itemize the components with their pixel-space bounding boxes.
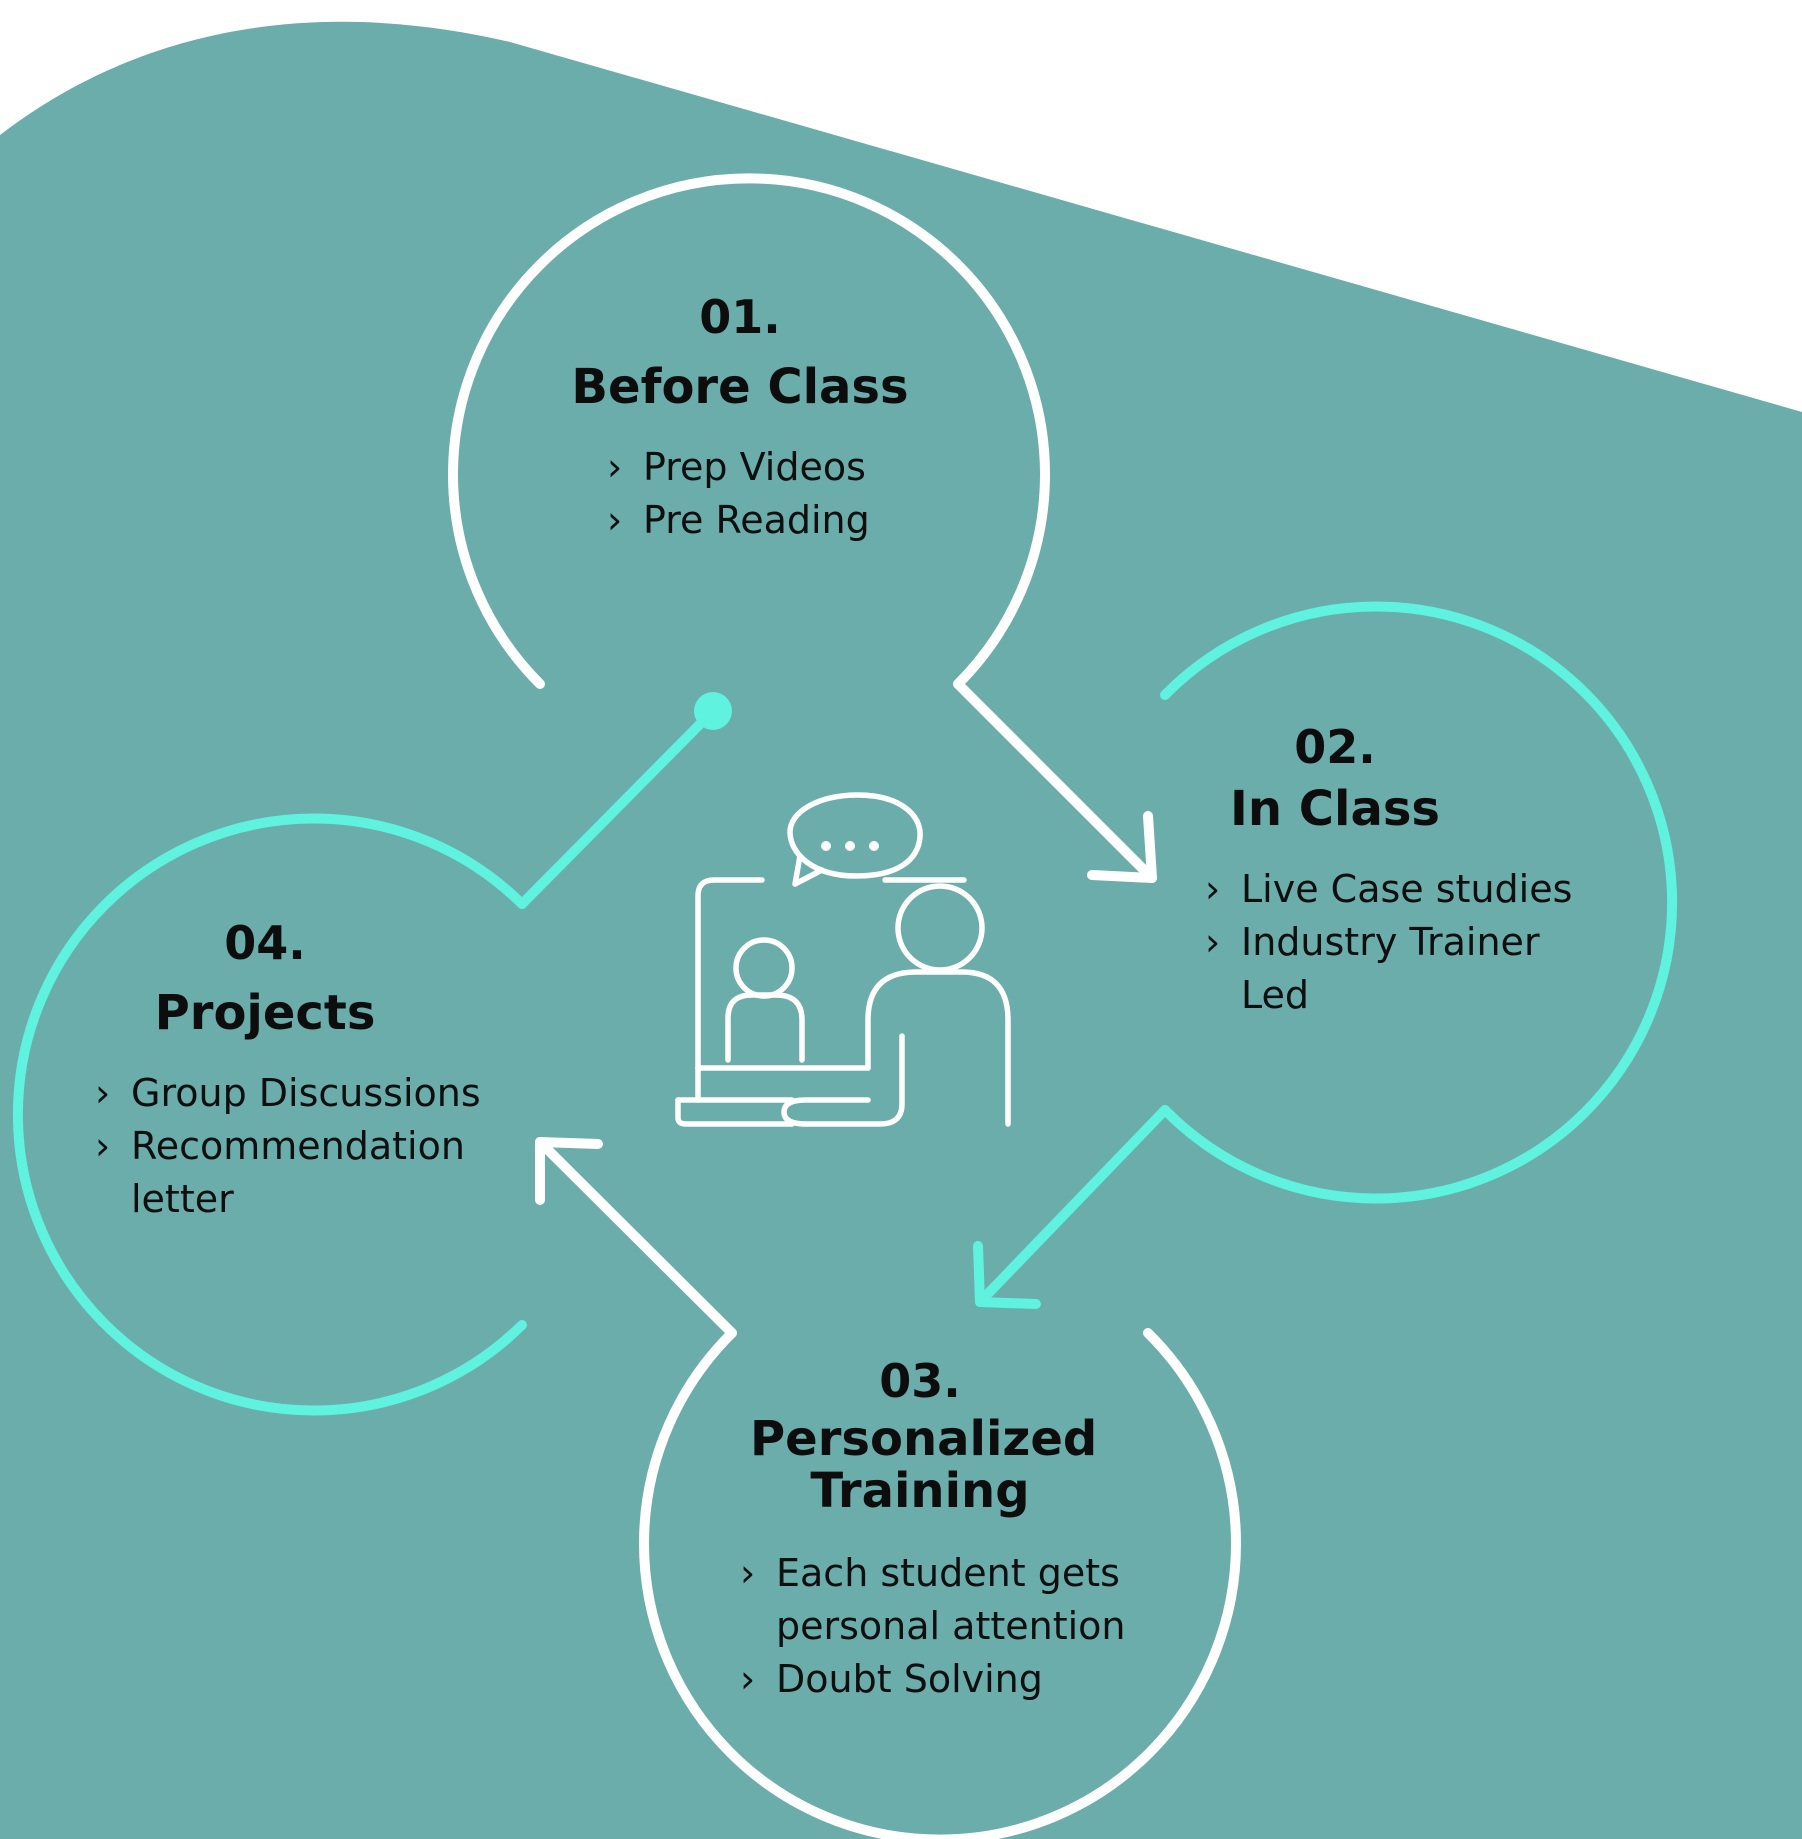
item-text: Group Discussions — [131, 1071, 481, 1116]
item-text: Industry Trainer Led — [1241, 920, 1540, 1018]
chevron-right-icon: › — [95, 1071, 111, 1116]
arrow-shaft-3-to-4 — [535, 1137, 737, 1338]
chevron-right-icon: › — [607, 498, 623, 543]
step-title: In Class — [1230, 780, 1440, 837]
online-teacher-student-video-call-icon — [675, 792, 1011, 1127]
step-personalized-training: 03. Personalized Training › Each student … — [720, 1356, 1126, 1706]
list-item: › Live Case studies — [1205, 863, 1585, 916]
item-text: Doubt Solving — [776, 1656, 1043, 1701]
list-item: › Each student gets personal attention — [740, 1547, 1156, 1653]
item-text: Recommendation letter — [131, 1124, 465, 1222]
step-number: 02. — [1294, 720, 1376, 774]
step-title: Projects — [154, 984, 376, 1041]
list-item: › Doubt Solving — [740, 1653, 1160, 1706]
step-title: Before Class — [571, 358, 909, 415]
chevron-right-icon: › — [740, 1656, 756, 1701]
item-text: Pre Reading — [643, 498, 870, 543]
ring-projects — [12, 813, 527, 1416]
step-number: 03. — [879, 1354, 961, 1408]
step-before-class: 01. Before Class › Prep Videos › Pre Readi… — [555, 292, 925, 547]
step-items: › Prep Videos › Pre Reading — [607, 441, 907, 547]
step-header: 02. In Class — [1145, 722, 1525, 835]
chevron-right-icon: › — [1205, 920, 1221, 965]
chevron-right-icon: › — [740, 1550, 756, 1595]
ring-before-class — [448, 173, 1050, 689]
connector-4-to-1 — [517, 707, 717, 909]
ring-in-class — [1160, 601, 1678, 1204]
chevron-right-icon: › — [607, 445, 623, 490]
list-item: › Pre Reading — [607, 494, 907, 547]
arrow-shaft-2-to-3 — [975, 1105, 1170, 1307]
chevron-right-icon: › — [95, 1124, 111, 1169]
arrow-shaft-1-to-2 — [953, 679, 1157, 883]
chevron-right-icon: › — [1205, 867, 1221, 912]
step-number: 01. — [699, 290, 781, 344]
item-text: Each student gets personal attention — [776, 1550, 1126, 1648]
item-text: Prep Videos — [643, 445, 866, 490]
list-item: › Prep Videos — [607, 441, 907, 494]
list-item: › Group Discussions — [95, 1067, 515, 1120]
arrow-head-2-to-3 — [973, 1241, 1041, 1309]
list-item: › Recommendation letter — [95, 1120, 511, 1226]
list-item: › Industry Trainer Led — [1205, 916, 1571, 1022]
step-items: › Live Case studies › Industry Trainer Led — [1205, 863, 1585, 1022]
item-text: Live Case studies — [1241, 867, 1573, 912]
cycle-start-dot — [694, 692, 732, 730]
step-items: › Each student gets personal attention › D… — [740, 1547, 1160, 1706]
ring-personalized-training — [639, 1328, 1241, 1839]
step-header: 03. Personalized Training — [720, 1356, 1120, 1517]
arrow-head-3-to-4 — [535, 1137, 603, 1205]
step-in-class: 02. In Class › Live Case studies › Industr… — [1185, 722, 1572, 1022]
step-title: Personalized Training — [750, 1410, 1098, 1519]
step-number: 04. — [224, 916, 306, 970]
step-header: 01. Before Class — [555, 292, 925, 413]
step-items: › Group Discussions › Recommendation lette… — [95, 1067, 515, 1226]
step-header: 04. Projects — [75, 918, 455, 1039]
arrow-head-1-to-2 — [1087, 811, 1157, 883]
step-projects: 04. Projects › Group Discussions › Recomme… — [95, 918, 515, 1226]
